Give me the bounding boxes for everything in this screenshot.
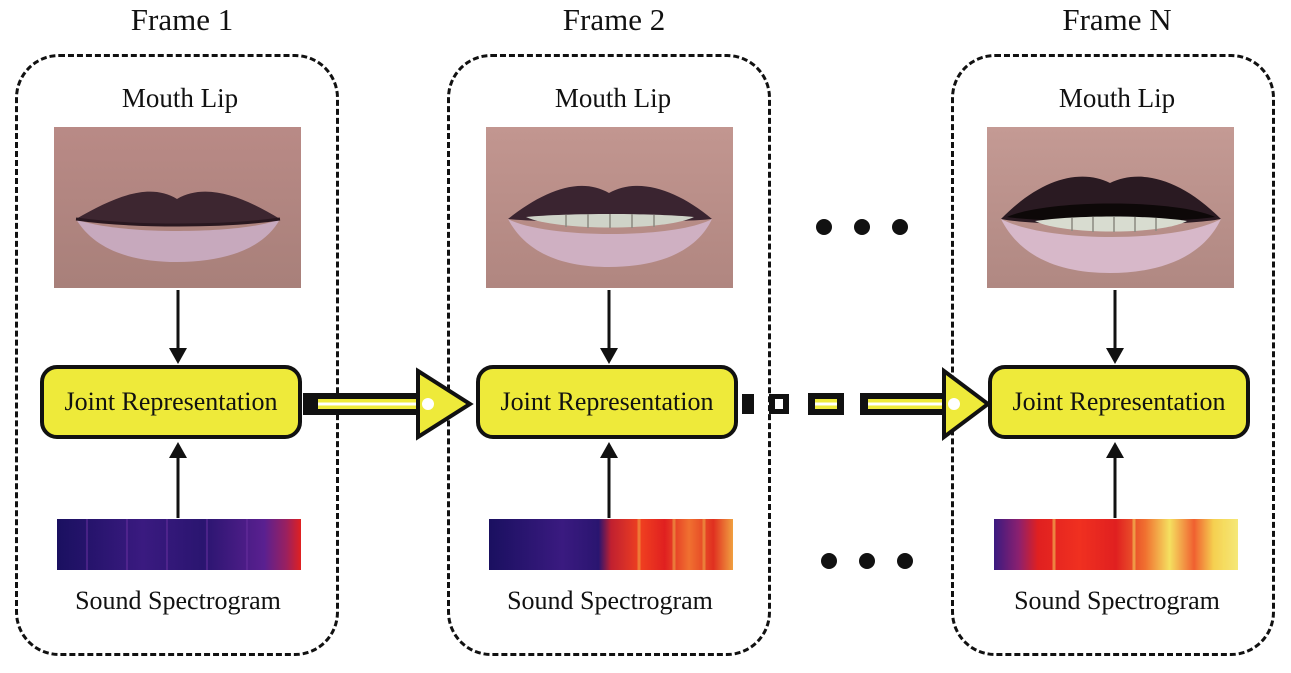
frame-n-sound-spectrogram	[994, 519, 1238, 570]
frame-n-spectrogram-label: Sound Spectrogram	[1014, 586, 1220, 615]
frame-1-title: Frame 1	[130, 2, 234, 37]
frame-2-sound-spectrogram	[489, 519, 733, 570]
frame-1-mouth-lip-image	[54, 127, 301, 288]
frame-1-box	[15, 54, 339, 656]
frame-2-mouth-lip-image	[486, 127, 733, 288]
frame-n-title: Frame N	[1062, 2, 1172, 37]
frame-2-title: Frame 2	[562, 2, 666, 37]
frame-n-box	[951, 54, 1275, 656]
frame-2-joint-label: Joint Representation	[500, 387, 714, 416]
frame-n-joint-label: Joint Representation	[1012, 387, 1226, 416]
ellipsis-dots-bottom	[821, 553, 913, 569]
frame-n-joint-representation-box: Joint Representation	[988, 365, 1250, 439]
frame-n-mouth-lip-image	[987, 127, 1234, 288]
frame-1-joint-label: Joint Representation	[64, 387, 278, 416]
frame-1-sound-spectrogram	[57, 519, 301, 570]
frame-1-joint-representation-box: Joint Representation	[40, 365, 302, 439]
ellipsis-dots-top	[816, 219, 908, 235]
frame-n-lip-label: Mouth Lip	[1058, 83, 1176, 113]
frame-2-spectrogram-label: Sound Spectrogram	[507, 586, 713, 615]
frame-2-box	[447, 54, 771, 656]
frame-1-spectrogram-label: Sound Spectrogram	[75, 586, 281, 615]
frame-2-joint-representation-box: Joint Representation	[476, 365, 738, 439]
frame-1-lip-label: Mouth Lip	[121, 83, 239, 113]
frame-2-lip-label: Mouth Lip	[554, 83, 672, 113]
